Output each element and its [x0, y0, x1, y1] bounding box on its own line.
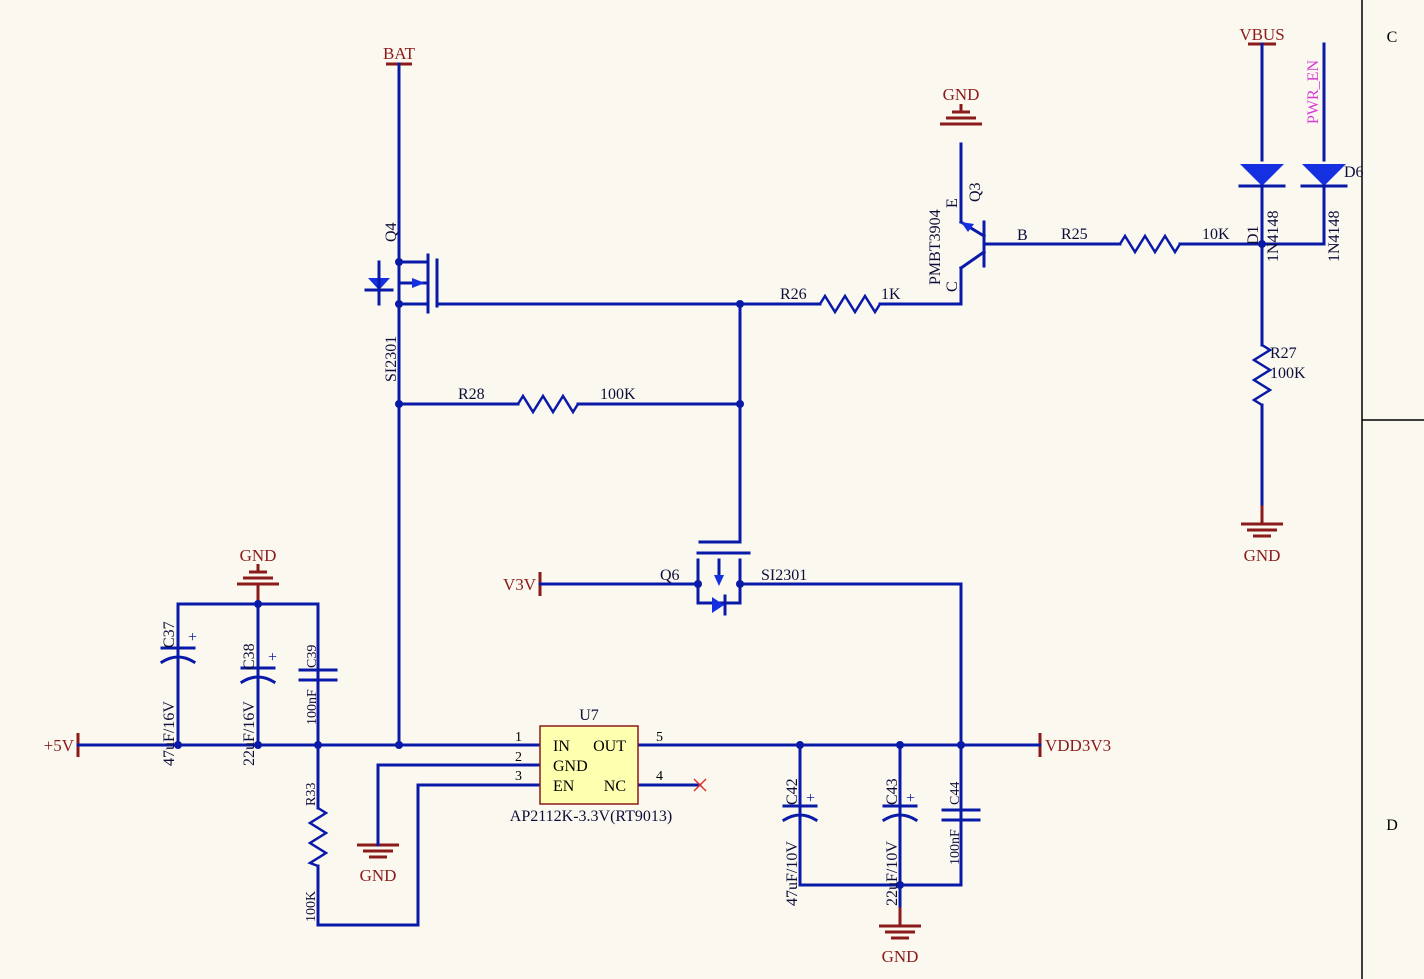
vbus-power-port: VBUS [1239, 25, 1285, 46]
c42-ref: C42 [784, 778, 801, 805]
r26-ref: R26 [780, 286, 807, 303]
c37-polarity: + [188, 629, 197, 646]
r28-ref: R28 [458, 386, 485, 403]
no-connect-marker [693, 778, 707, 792]
u7-pin-number-1: 1 [515, 730, 522, 745]
gnd-label-output-caps: GND [882, 947, 919, 966]
r28-resistor: R28 100K [458, 386, 636, 415]
d1-ref: D1 [1245, 225, 1262, 245]
q4-ref: Q4 [383, 222, 400, 242]
r25-ref: R25 [1061, 226, 1088, 243]
q3-transistor: Q3 PMBT3904 E C B [927, 182, 1028, 292]
gnd-symbol-output-caps: GND [879, 906, 921, 966]
q3-pin-b: B [1017, 227, 1028, 244]
c43-value: 22uF/10V [884, 841, 901, 906]
r26-resistor: R26 1K [780, 286, 901, 315]
bat-power-port: BAT [383, 44, 416, 66]
u7-pin-number-5: 5 [656, 730, 663, 745]
c42-polarity: + [806, 790, 815, 807]
vbus-label: VBUS [1239, 25, 1284, 44]
c38-ref: C38 [241, 643, 258, 670]
gnd-label-r27: GND [1244, 546, 1281, 565]
c43-ref: C43 [884, 778, 901, 805]
r27-resistor: R27 100K [1251, 343, 1306, 407]
q3-ref: Q3 [967, 182, 984, 202]
q6-value: SI2301 [761, 567, 807, 584]
u7-pin-nc: NC [604, 778, 626, 795]
q6-mosfet: Q6 SI2301 [660, 540, 807, 616]
bat-label: BAT [383, 44, 416, 63]
d6-diode: D6 1N4148 [1300, 164, 1364, 262]
plus5v-power-port: +5V [44, 733, 80, 757]
c38-polarity: + [268, 649, 277, 666]
c42-capacitor: + C42 47uF/10V [781, 778, 819, 906]
vdd3v3-power-port: VDD3V3 [998, 733, 1111, 757]
gnd-label-q3: GND [943, 85, 980, 104]
u7-pin-number-4: 4 [656, 769, 663, 784]
r33-ref: R33 [304, 783, 319, 806]
c43-capacitor: + C43 22uF/10V [881, 778, 919, 906]
c39-capacitor: C39 100nF [298, 645, 338, 725]
d6-ref: D6 [1344, 164, 1364, 181]
vdd3v3-label: VDD3V3 [1045, 736, 1111, 755]
gnd-label-u7: GND [360, 866, 397, 885]
c37-value: 47uF/16V [161, 701, 178, 766]
u7-ref: U7 [579, 707, 599, 724]
u7-pin-en: EN [553, 778, 575, 795]
u7-pin-gnd: GND [553, 758, 588, 775]
junctions [174, 240, 1266, 889]
c39-ref: C39 [305, 645, 320, 668]
q4-mosfet: Q4 SI2301 [364, 222, 439, 382]
r28-value: 100K [600, 386, 636, 403]
q3-pin-c: C [944, 281, 961, 292]
c43-polarity: + [906, 790, 915, 807]
pwr-en-net-label: PWR_EN [1305, 42, 1326, 124]
q3-value: PMBT3904 [927, 209, 944, 285]
d6-value: 1N4148 [1326, 210, 1343, 262]
r33-value: 100K [304, 891, 319, 922]
r33-resistor: R33 100K [304, 783, 329, 922]
u7-pin-number-3: 3 [515, 769, 522, 784]
d1-diode: D1 1N4148 [1238, 164, 1286, 262]
c37-ref: C37 [161, 621, 178, 648]
d1-value: 1N4148 [1265, 210, 1282, 262]
u7-value: AP2112K-3.3V(RT9013) [510, 808, 672, 825]
zone-label-c: C [1387, 29, 1398, 46]
plus5v-label: +5V [44, 736, 75, 755]
c37-capacitor: + C37 47uF/16V [159, 621, 197, 766]
r25-resistor: R25 10K [1061, 226, 1230, 255]
v3v-power-port: V3V [503, 572, 542, 596]
zone-label-d: D [1386, 817, 1398, 834]
wires [76, 42, 1326, 927]
gnd-symbol-input-caps: GND [237, 546, 279, 604]
u7-pin-out: OUT [593, 738, 626, 755]
u7-pin-in: IN [553, 738, 570, 755]
u7-pin-number-2: 2 [515, 750, 522, 765]
c38-capacitor: + C38 22uF/16V [239, 643, 277, 766]
gnd-symbol-q3: GND [940, 85, 982, 126]
c38-value: 22uF/16V [241, 701, 258, 766]
r25-value: 10K [1202, 226, 1230, 243]
q4-value: SI2301 [383, 336, 400, 382]
c44-ref: C44 [948, 782, 963, 805]
v3v-label: V3V [503, 575, 537, 594]
sheet-frame: C D [1361, 0, 1424, 979]
gnd-symbol-u7: GND [357, 843, 399, 885]
q3-pin-e: E [944, 198, 961, 208]
pwr-en-label: PWR_EN [1305, 60, 1322, 124]
gnd-label-input-caps: GND [240, 546, 277, 565]
c39-value: 100nF [305, 689, 320, 725]
r26-value: 1K [881, 286, 901, 303]
gnd-symbol-r27: GND [1241, 504, 1283, 565]
r27-ref: R27 [1270, 345, 1297, 362]
q6-ref: Q6 [660, 567, 680, 584]
c44-capacitor: C44 100nF [941, 782, 981, 865]
c42-value: 47uF/10V [784, 841, 801, 906]
r27-value: 100K [1270, 365, 1306, 382]
u7-regulator: U7 AP2112K-3.3V(RT9013) IN GND EN OUT NC… [510, 707, 707, 825]
c44-value: 100nF [948, 829, 963, 865]
